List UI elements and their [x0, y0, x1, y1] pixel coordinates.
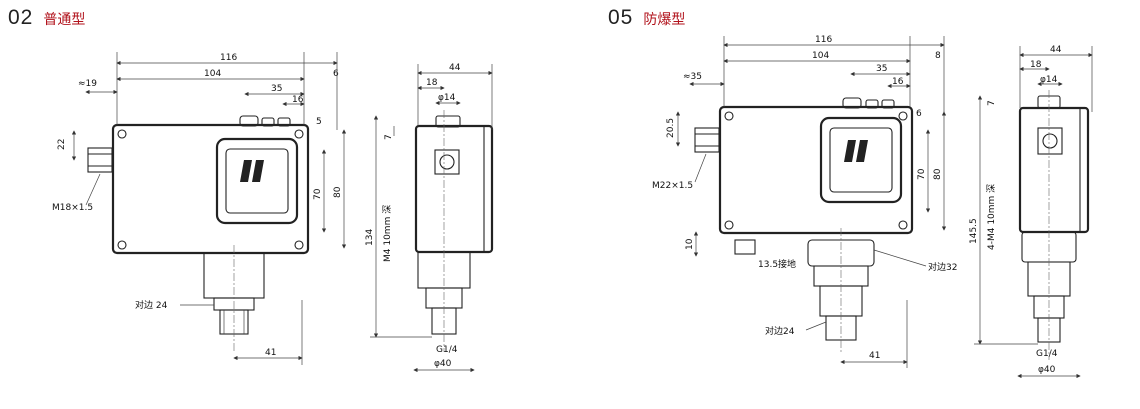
display-window: [215, 137, 299, 225]
hex-label: 对边 24: [135, 299, 168, 311]
dim-label: φ14: [1040, 75, 1058, 85]
front-view-05: 116 104 8 ≈35 35 16 6 20.5 70 80 M22×1.5…: [652, 35, 957, 368]
dim-label: 41: [265, 348, 276, 358]
adjust-knob: [842, 97, 862, 109]
screw-icon: [724, 220, 734, 230]
display-window: [819, 116, 903, 204]
housing-side: [414, 124, 494, 254]
housing-side: [1018, 106, 1090, 234]
dim-label: 18: [426, 78, 438, 88]
housing-body: [718, 105, 914, 235]
side-view-02: 44 18 φ14 7 134 M4 10mm 深 G1/4 φ40: [365, 63, 494, 373]
screw-icon: [898, 220, 908, 230]
dim-label: 16: [892, 77, 904, 87]
hex-label: 对边32: [928, 261, 957, 273]
screw-icon: [724, 111, 734, 121]
cable-gland: [434, 149, 460, 175]
header-model-02: 02 普通型: [8, 6, 85, 30]
adjust-knob: [239, 115, 259, 127]
dim-label: 41: [869, 351, 880, 361]
dim-label: 6: [916, 109, 922, 119]
dim-label: 104: [204, 69, 221, 79]
dim-label: 35: [271, 84, 282, 94]
dim-label: 7: [384, 134, 394, 140]
dim-label: 5: [316, 117, 322, 127]
header-model-05: 05 防爆型: [608, 6, 685, 30]
model-number: 05: [608, 6, 634, 29]
dim-label: ≈19: [78, 79, 97, 89]
dim-label: 35: [876, 64, 887, 74]
dim-label: 80: [333, 186, 343, 198]
ground-label: 13.5接地: [758, 258, 796, 270]
thread-label: G1/4: [436, 345, 458, 355]
dim-label: 18: [1030, 60, 1042, 70]
dim-label: ≈35: [683, 72, 702, 82]
dim-label: 10: [685, 238, 695, 250]
dim-label: φ40: [1038, 365, 1056, 375]
dim-label: 8: [935, 51, 941, 61]
screw-icon: [117, 129, 127, 139]
cable-gland: [694, 127, 720, 153]
dim-label: 22: [57, 139, 67, 150]
screw-icon: [294, 129, 304, 139]
dim-label: 20.5: [666, 118, 676, 138]
cable-gland: [1037, 127, 1063, 155]
screw-icon: [898, 111, 908, 121]
dim-label: 70: [917, 168, 927, 180]
dim-label: 16: [292, 95, 304, 105]
screw-icon: [294, 240, 304, 250]
thread-label: M22×1.5: [652, 181, 693, 191]
dim-label: 134: [365, 229, 375, 246]
housing-body: [111, 123, 310, 255]
dim-label: 6: [333, 69, 339, 79]
dim-label: φ40: [434, 359, 452, 369]
dim-label: 104: [812, 51, 829, 61]
dim-label: 7: [987, 100, 997, 106]
model-title: 普通型: [43, 12, 86, 28]
dim-label: 44: [449, 63, 461, 73]
dim-label: 70: [313, 188, 323, 200]
dim-label: 145.5: [969, 218, 979, 244]
hex-label: 对边24: [765, 325, 795, 337]
ground-terminal: [734, 239, 756, 255]
dim-label: 80: [933, 168, 943, 180]
display-digits-icon: [240, 160, 264, 182]
dim-label: φ14: [438, 93, 456, 103]
screw-spec-label: 4-M4 10mm 深: [986, 184, 997, 250]
display-digits-icon: [844, 140, 868, 162]
screw-spec-label: M4 10mm 深: [382, 205, 393, 262]
model-title: 防爆型: [643, 12, 686, 28]
thread-label: M18×1.5: [52, 203, 93, 213]
dim-label: 44: [1050, 45, 1062, 55]
front-view-02: 116 104 6 ≈19 35 16 5 22 70 80 M18×1.5 对…: [52, 52, 347, 365]
thread-label: G1/4: [1036, 349, 1058, 359]
model-number: 02: [8, 6, 34, 29]
dim-label: 116: [220, 53, 237, 63]
adjust-knob: [435, 115, 461, 128]
side-view-05: 44 18 φ14 7 145.5 4-M4 10mm 深 G1/4 φ40: [969, 45, 1093, 379]
cable-gland: [87, 147, 113, 173]
dim-label: 116: [815, 35, 832, 45]
screw-icon: [117, 240, 127, 250]
